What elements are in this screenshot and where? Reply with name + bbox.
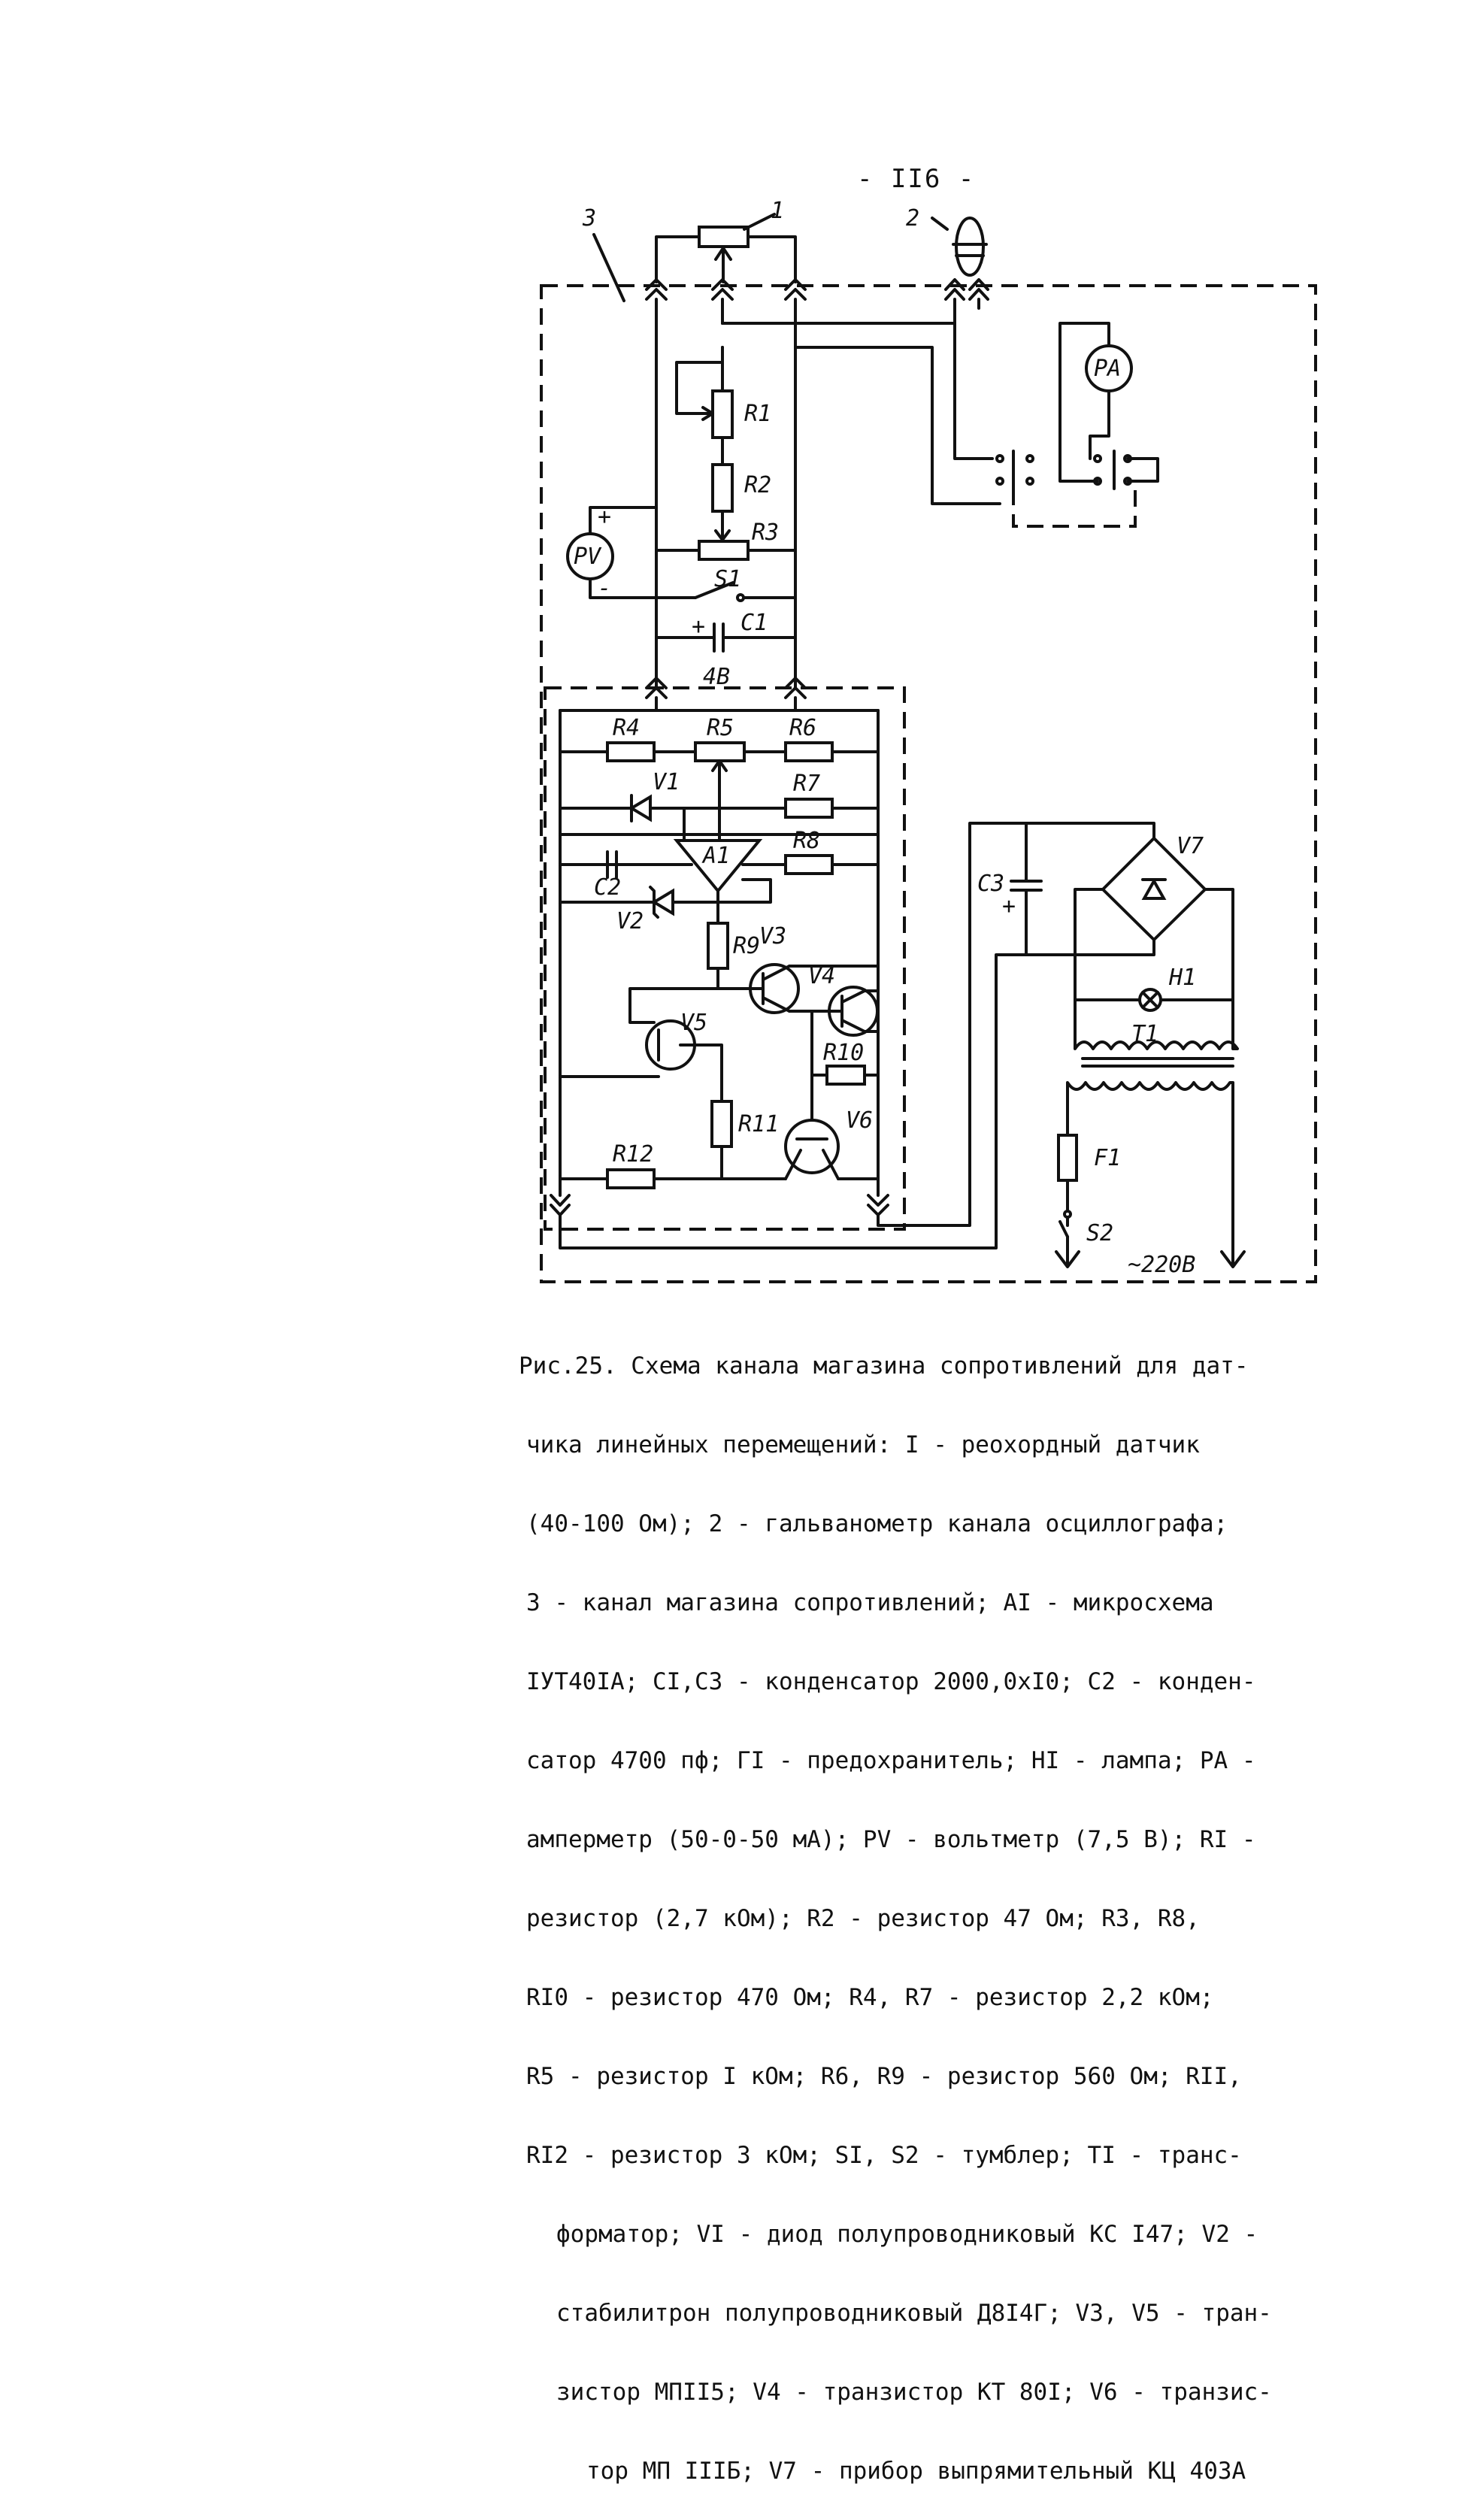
label-r3: R3	[752, 519, 779, 546]
label-c3-plus: +	[1002, 893, 1016, 919]
label-item-2: 2	[906, 205, 919, 232]
s1-switch	[655, 581, 797, 602]
block-3-outline	[540, 284, 1317, 1283]
label-r1: R1	[744, 401, 771, 427]
label-r11: R11	[738, 1111, 779, 1137]
caption-line: стабилитрон полупроводниковый Д8I4Г; V3,…	[556, 2300, 1272, 2327]
label-c1-plus: +	[692, 613, 705, 640]
caption-line: 3 - канал магазина сопротивлений; AI - м…	[526, 1589, 1214, 1616]
label-s1: S1	[714, 566, 741, 592]
f1-fuse	[1057, 1126, 1078, 1219]
label-v6: V6	[846, 1107, 873, 1134]
caption-line: RI2 - резистор 3 кОм; SI, S2 - тумблер; …	[526, 2142, 1242, 2169]
label-r10: R10	[823, 1040, 864, 1066]
label-t1: T1	[1131, 1021, 1158, 1047]
caption-line: тор МП IIIБ; V7 - прибор выпрямительный …	[586, 2458, 1246, 2485]
t1-transformer	[1066, 998, 1246, 1268]
ammeter-pa	[995, 322, 1159, 528]
caption-line: сатор 4700 пф; ГI - предохранитель; HI -…	[526, 1747, 1256, 1774]
label-pa: PA	[1094, 356, 1121, 382]
label-c3: C3	[977, 871, 1004, 897]
h1-lamp	[1074, 988, 1234, 1012]
stabilizer-block-outline	[544, 686, 906, 1231]
label-block-3: 3	[582, 205, 596, 232]
caption-line: (40-100 Ом); 2 - гальванометр канала осц…	[526, 1510, 1228, 1537]
label-v3: V3	[759, 923, 786, 950]
caption-line: Рис.25. Схема канала магазина сопротивле…	[519, 1352, 1249, 1380]
r1-rheostat	[675, 346, 734, 466]
a1-opamp	[559, 833, 880, 911]
block-3-pointer	[592, 233, 625, 302]
r11-resistor	[710, 1100, 733, 1180]
label-pv: PV	[574, 544, 602, 570]
galvanometer-loop	[931, 217, 989, 301]
r3-potentiometer	[655, 540, 797, 561]
v3-transistor	[716, 963, 880, 1014]
caption-line: форматор; VI - диод полупроводниковый КС…	[556, 2221, 1258, 2248]
v6-transistor	[784, 1119, 840, 1180]
label-pv-plus: +	[598, 504, 611, 530]
rheochord-sensor	[655, 213, 797, 283]
c1-capacitor	[655, 622, 797, 653]
c3-capacitor	[1010, 822, 1155, 956]
label-r6: R6	[789, 715, 816, 741]
v1-r7-row	[559, 794, 880, 842]
caption-line: амперметр (50-0-50 мА); PV - вольтметр (…	[526, 1826, 1256, 1853]
label-v7: V7	[1177, 833, 1204, 859]
r4-r5-r6-row	[559, 741, 880, 842]
r12-resistor	[559, 1168, 880, 1189]
page-number: - II6 -	[857, 164, 976, 194]
r9-resistor	[707, 901, 729, 990]
label-r5: R5	[707, 715, 734, 741]
caption-line: R5 - резистор I кОм; R6, R9 - резистор 5…	[526, 2063, 1242, 2090]
caption-line: RI0 - резистор 470 Ом; R4, R7 - резистор…	[526, 1984, 1214, 2011]
v2-zener	[559, 878, 772, 919]
top-connectors	[645, 278, 807, 301]
figure-caption: Рис.25. Схема канала магазина сопротивле…	[519, 1301, 1368, 2511]
label-f1: F1	[1094, 1145, 1121, 1171]
caption-line: зистор МПII5; V4 - транзистор КТ 80I; V6…	[556, 2379, 1272, 2406]
label-a1: A1	[701, 843, 730, 869]
label-s2: S2	[1086, 1220, 1113, 1246]
label-r7: R7	[793, 771, 820, 797]
s2-switch	[1055, 1216, 1080, 1268]
label-c2: C2	[594, 874, 621, 901]
label-v2: V2	[616, 908, 644, 934]
label-item-1: 1	[771, 198, 784, 224]
r2-resistor	[711, 463, 734, 541]
label-pv-minus: -	[598, 575, 611, 601]
circuit-schematic: 3 1 2 PA PV + - R1 R2 R3 S1 C1 + 4B R4 R…	[540, 198, 1317, 1283]
v7-diode-bridge	[1074, 836, 1234, 1001]
label-h1: H1	[1168, 965, 1196, 991]
label-v4: V4	[808, 963, 835, 989]
label-r8: R8	[793, 828, 820, 854]
c2-capacitor	[606, 850, 618, 879]
label-v5: V5	[680, 1010, 707, 1036]
v4-transistor	[788, 986, 880, 1037]
label-v1: V1	[653, 769, 680, 795]
voltmeter-pv	[566, 506, 658, 599]
label-r2: R2	[744, 472, 771, 498]
label-r4: R4	[613, 715, 640, 741]
caption-line: чика линейных перемещений: I - реохордны…	[526, 1431, 1200, 1458]
label-mains: ~220B	[1128, 1252, 1195, 1278]
v5-transistor	[559, 987, 723, 1103]
caption-line: IУТ40IA; CI,C3 - конденсатор 2000,0xI0; …	[526, 1668, 1256, 1695]
label-r12: R12	[613, 1141, 653, 1168]
label-r9: R9	[733, 933, 760, 959]
label-c1: C1	[740, 610, 768, 636]
r10-resistor	[810, 1010, 880, 1125]
label-4b: 4B	[703, 664, 730, 690]
caption-line: резистор (2,7 кОм); R2 - резистор 47 Ом;…	[526, 1905, 1200, 1932]
